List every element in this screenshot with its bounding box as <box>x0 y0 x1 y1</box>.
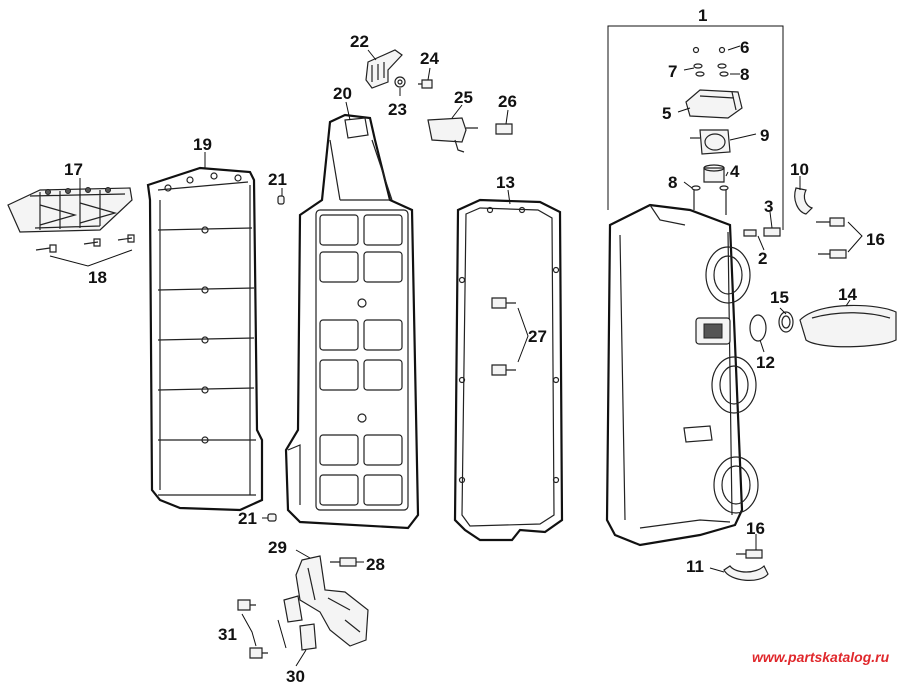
part-21-plug-lower <box>267 513 277 522</box>
part-1-intake-manifold <box>605 203 759 547</box>
part-26-screw <box>495 123 513 135</box>
callout-27: 27 <box>528 327 547 346</box>
callout-13: 13 <box>496 173 515 192</box>
part-13-gasket <box>453 198 564 542</box>
callout-4: 4 <box>730 162 740 181</box>
part-29-bracket <box>295 555 369 647</box>
part-8-orings-upper <box>695 71 729 77</box>
part-14-hose <box>799 304 897 348</box>
part-7-washers <box>693 63 727 69</box>
callout-28: 28 <box>366 555 385 574</box>
callout-11: 11 <box>686 557 704 576</box>
callout-23: 23 <box>388 100 407 119</box>
callout-2: 2 <box>758 249 767 268</box>
callout-8-lower: 8 <box>668 173 677 192</box>
callout-5: 5 <box>662 104 671 123</box>
part-25-sensor <box>427 117 478 153</box>
callout-30: 30 <box>286 667 305 686</box>
callout-20: 20 <box>333 84 352 103</box>
callout-8-upper: 8 <box>740 65 749 84</box>
callout-17: 17 <box>64 160 83 179</box>
callout-7: 7 <box>668 62 677 81</box>
part-1-bracket-leader <box>607 25 784 230</box>
callout-16-upper: 16 <box>866 230 885 249</box>
callout-22: 22 <box>350 32 369 51</box>
part-19-gasket <box>146 166 264 512</box>
part-27-screws <box>491 297 529 376</box>
part-9-sensor <box>690 129 731 155</box>
part-20-reed-housing <box>284 113 420 530</box>
callout-labels: 1 6 7 8 5 9 4 8 10 3 16 2 15 14 12 16 11… <box>64 6 885 686</box>
callout-14: 14 <box>838 285 857 304</box>
callout-12: 12 <box>756 353 775 372</box>
callout-21-upper: 21 <box>268 170 287 189</box>
part-15-ring <box>778 311 794 333</box>
part-16-screws-upper <box>816 217 863 259</box>
leader-lines <box>79 45 851 573</box>
part-21-plug-upper <box>277 195 285 205</box>
part-17-reed-valve <box>7 187 133 233</box>
callout-6: 6 <box>740 38 749 57</box>
part-4-seal <box>703 164 725 183</box>
callout-15: 15 <box>770 288 789 307</box>
part-12-hose-clamp <box>749 314 767 342</box>
callout-21-lower: 21 <box>238 509 257 528</box>
part-20-reed-cells <box>319 214 403 506</box>
part-23-washer <box>394 76 406 88</box>
part-16-screws-lower <box>736 549 763 559</box>
watermark: www.partskatalog.ru <box>752 649 890 665</box>
part-8-orings-lower <box>691 185 729 215</box>
callout-18: 18 <box>88 268 107 287</box>
part-18-screws <box>35 234 135 267</box>
callout-19: 19 <box>193 135 212 154</box>
callout-16-lower: 16 <box>746 519 765 538</box>
callout-26: 26 <box>498 92 517 111</box>
part-10-clip <box>794 187 814 215</box>
part-6-screws <box>692 46 726 54</box>
part-11-clip <box>723 564 769 581</box>
part-3-screw <box>763 227 781 237</box>
part-24-screw <box>418 79 433 89</box>
callout-3: 3 <box>764 197 773 216</box>
part-30-brackets <box>277 595 317 667</box>
callout-24: 24 <box>420 49 439 68</box>
callout-29: 29 <box>268 538 287 557</box>
callout-9: 9 <box>760 126 769 145</box>
callout-10: 10 <box>790 160 809 179</box>
callout-31: 31 <box>218 625 237 644</box>
part-28-screw <box>330 557 357 567</box>
part-31-screws <box>237 599 268 659</box>
callout-25: 25 <box>454 88 473 107</box>
part-22-bracket <box>365 49 403 89</box>
part-2-screw <box>743 229 757 237</box>
callout-1: 1 <box>698 6 707 25</box>
part-5-sensor-housing <box>685 89 743 119</box>
